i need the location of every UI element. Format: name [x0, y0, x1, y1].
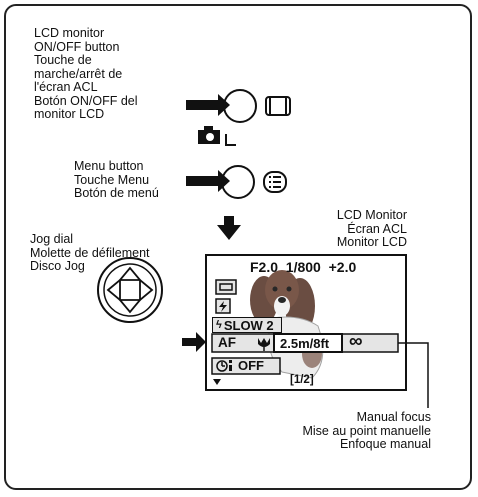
jog-dial-label-line: Molette de défilement	[30, 247, 150, 261]
jog-dial-label-line: Disco Jog	[30, 260, 150, 274]
focus-row-arrow	[182, 332, 206, 352]
lcd-button-label-line: l'écran ACL	[34, 81, 138, 95]
lcd-button-label-line: Touche de	[34, 54, 138, 68]
lcd-button-label-line: LCD monitor	[34, 27, 138, 41]
focus-distance-value: 2.5m/8ft	[280, 336, 329, 351]
manual-focus-label: Manual focus Mise au point manuelle Enfo…	[302, 411, 431, 452]
down-arrow	[217, 216, 241, 240]
lcd-monitor-label-line: LCD Monitor	[337, 209, 407, 223]
menu-button-label-line: Menu button	[74, 160, 159, 174]
manual-focus-label-line: Mise au point manuelle	[302, 425, 431, 439]
lcd-status-line: F2.0 1/800 +2.0	[250, 259, 356, 275]
lcd-monitor-label: LCD Monitor Écran ACL Monitor LCD	[337, 209, 407, 250]
lcd-button-label: LCD monitor ON/OFF button Touche de marc…	[34, 27, 138, 122]
lcd-button-label-line: marche/arrêt de	[34, 68, 138, 82]
lcd-mode-icon	[216, 280, 236, 294]
lcd-monitor-icon	[266, 97, 290, 115]
jog-dial-label: Jog dial Molette de défilement Disco Jog	[30, 233, 150, 274]
jog-dial-label-line: Jog dial	[30, 233, 150, 247]
menu-button-label-line: Touche Menu	[74, 174, 159, 188]
focus-mode-value: AF	[218, 335, 236, 350]
flash-icon: ϟ	[216, 319, 222, 331]
menu-button-label: Menu button Touche Menu Botón de menú	[74, 160, 159, 201]
camera-mode-icon	[198, 126, 236, 145]
lcd-flash-icon	[216, 299, 230, 313]
self-timer-value: OFF	[238, 358, 264, 373]
lcd-monitor-label-line: Monitor LCD	[337, 236, 407, 250]
infinity-symbol: ∞	[349, 331, 363, 353]
menu-icon	[264, 172, 286, 192]
menu-button-label-line: Botón de menú	[74, 187, 159, 201]
flash-mode-value: SLOW 2	[224, 318, 274, 333]
lcd-button-label-line: Botón ON/OFF del	[34, 95, 138, 109]
lcd-button-label-line: ON/OFF button	[34, 41, 138, 55]
page-indicator: [1/2]	[290, 374, 314, 386]
manual-focus-label-line: Manual focus	[302, 411, 431, 425]
flash-mode-chip: ϟ SLOW 2	[212, 317, 282, 333]
lcd-monitor-label-line: Écran ACL	[337, 223, 407, 237]
manual-focus-label-line: Enfoque manual	[302, 438, 431, 452]
lcd-button-label-line: monitor LCD	[34, 108, 138, 122]
